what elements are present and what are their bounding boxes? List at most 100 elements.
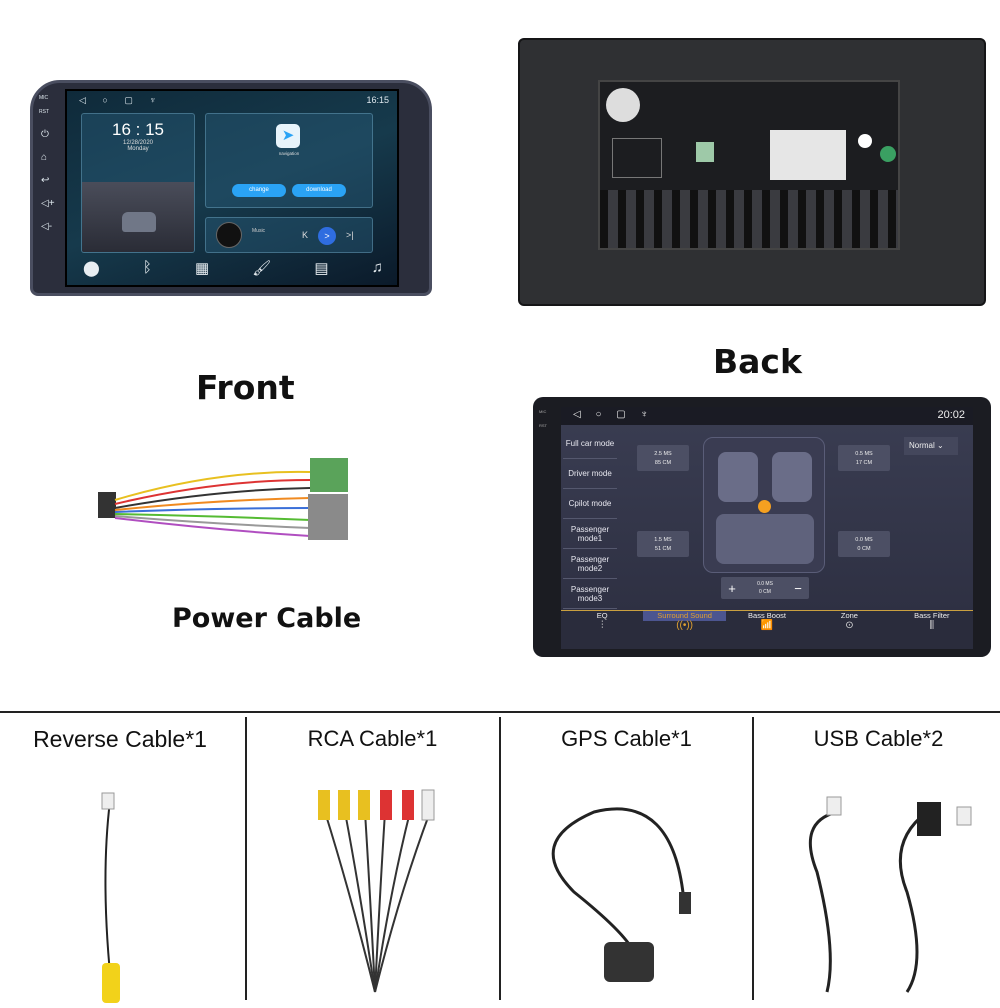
navigation-widget[interactable]: ➤ navigation change download	[205, 113, 373, 208]
apps-icon[interactable]: ▦	[195, 260, 210, 277]
car-seat-diagram	[703, 437, 825, 573]
sound-screen: ◁ ○ ▢ ♆ 20:02 Full car mode Driver mode …	[561, 407, 973, 649]
label-sticker	[696, 142, 714, 162]
mode-passenger3[interactable]: Passenger mode3	[563, 579, 617, 609]
cell-divider	[752, 717, 754, 1000]
delay-cm: 85 CM	[654, 460, 672, 466]
delay-rear-left[interactable]: 1.5 MS 51 CM	[637, 531, 689, 557]
back-housing	[598, 80, 900, 250]
navigation-app-icon[interactable]: ➤	[276, 124, 300, 148]
delay-ms: 0.5 MS	[855, 451, 873, 457]
tab-surround-sound[interactable]: Surround Sound((•))	[643, 611, 726, 631]
side-buttons: ⏻⌂↩◁+◁-	[41, 129, 55, 232]
status-time: 16:15	[366, 95, 389, 105]
delay-ms: 2.5 MS	[654, 451, 672, 457]
grey-connector	[308, 494, 348, 540]
dock: ⬤ ᛒ ▦ 🖌 ▤ ♫	[83, 259, 383, 277]
radio-icon[interactable]: ▤	[314, 260, 329, 277]
play-button[interactable]: >	[318, 227, 336, 245]
back-label: Back	[713, 342, 802, 381]
rst-label: RST	[39, 109, 49, 115]
usb-cable-title: USB Cable*2	[813, 726, 944, 751]
mode-full-car[interactable]: Full car mode	[563, 429, 617, 459]
tab-label: Bass Boost	[748, 611, 786, 620]
navigation-label: navigation	[278, 151, 300, 156]
front-screen: ◁ ○ ▢ ♆ 16:15 16 : 15 12/28/2020 Monday …	[65, 89, 399, 287]
gps-port	[880, 146, 896, 162]
music-label: Music	[252, 228, 266, 234]
mode-passenger2[interactable]: Passenger mode2	[563, 549, 617, 579]
rst-label: RST	[539, 423, 547, 428]
clock-time: 16 : 15	[112, 120, 164, 139]
clock-date: 12/28/2020	[122, 140, 154, 146]
plus-button[interactable]: +	[728, 580, 736, 596]
bluetooth-icon[interactable]: ᛒ	[142, 259, 152, 276]
cell-divider	[499, 717, 501, 1000]
delay-front-left[interactable]: 2.5 MS 85 CM	[637, 445, 689, 471]
delay-ms: 0.0 MS	[757, 581, 773, 587]
reverse-cable-image	[101, 792, 120, 1003]
music-icon[interactable]: ♫	[371, 259, 383, 276]
preset-dropdown[interactable]: Normal ⌄	[904, 437, 958, 455]
antenna-port	[858, 134, 872, 148]
gps-cable-title: GPS Cable*1	[561, 726, 692, 751]
delay-ms: 1.5 MS	[654, 537, 672, 543]
mode-driver[interactable]: Driver mode	[563, 459, 617, 489]
nav-bar-icons[interactable]: ◁ ○ ▢ ♆	[573, 409, 649, 420]
tab-bass-boost[interactable]: Bass Boost📶	[726, 611, 808, 631]
mode-passenger1[interactable]: Passenger mode1	[563, 519, 617, 549]
front-head-unit: MIC RST ⏻⌂↩◁+◁- ◁ ○ ▢ ♆ 16:15 16 : 15 12…	[30, 80, 432, 296]
rca-cable-cell: RCA Cable*1	[250, 726, 495, 1007]
equalizer-icon: ⫶	[600, 620, 604, 631]
listening-position-dot[interactable]	[758, 500, 771, 513]
car-icon	[122, 212, 156, 232]
mode-copilot[interactable]: Cpilot mode	[563, 489, 617, 519]
status-bar: ◁ ○ ▢ ♆ 20:02	[561, 407, 973, 425]
sound-settings-unit: MIC RST ◁ ○ ▢ ♆ 20:02 Full car mode Driv…	[533, 397, 991, 657]
back-panel	[518, 38, 986, 306]
front-left-seat	[718, 452, 758, 502]
section-divider	[0, 711, 1000, 713]
next-icon[interactable]: >|	[346, 230, 354, 240]
tab-label: Surround Sound	[657, 611, 712, 620]
delay-rear-right[interactable]: 0.0 MS 0 CM	[838, 531, 890, 557]
music-widget: Music K > >|	[205, 217, 373, 253]
tab-bass-filter[interactable]: Bass Filter⫼	[891, 611, 973, 631]
change-button[interactable]: change	[232, 184, 286, 197]
tab-label: Zone	[840, 611, 858, 620]
cell-divider	[245, 717, 247, 1000]
delay-cm: 0 CM	[857, 546, 871, 552]
tab-zone[interactable]: Zone⊙	[808, 611, 890, 631]
previous-icon[interactable]: K	[302, 230, 309, 240]
mic-label: MIC	[39, 95, 49, 101]
green-connector	[310, 458, 348, 492]
zone-icon: ⊙	[845, 620, 854, 631]
bass-filter-icon: ⫼	[929, 620, 935, 631]
car-road-illustration	[82, 182, 194, 252]
tab-label: Bass Filter	[914, 611, 950, 620]
surround-icon: ((•))	[643, 621, 726, 631]
power-cable-image	[98, 458, 348, 540]
nav-bar-icons: ◁ ○ ▢ ♆	[79, 95, 157, 105]
download-button[interactable]: download	[292, 184, 346, 197]
delay-ms: 0.0 MS	[855, 537, 873, 543]
tab-eq[interactable]: EQ⫶	[561, 611, 643, 631]
front-label: Front	[196, 368, 295, 407]
location-icon[interactable]: ⬤	[83, 260, 100, 277]
reverse-cable-cell: Reverse Cable*1	[0, 726, 240, 1008]
front-right-seat	[772, 452, 812, 502]
rear-seat	[716, 514, 814, 564]
clock-widget: 16 : 15 12/28/2020 Monday	[81, 113, 195, 253]
minus-button[interactable]: −	[794, 580, 802, 596]
wire-bundle	[114, 470, 311, 537]
mode-list: Full car mode Driver mode Cpilot mode Pa…	[563, 429, 617, 609]
paintbrush-icon[interactable]: 🖌	[252, 260, 272, 277]
rca-cable-image	[318, 789, 435, 993]
status-time: 20:02	[937, 409, 965, 421]
preset-value: Normal	[909, 441, 935, 450]
bass-boost-icon: 📶	[760, 620, 774, 631]
delay-cm: 51 CM	[654, 546, 672, 552]
